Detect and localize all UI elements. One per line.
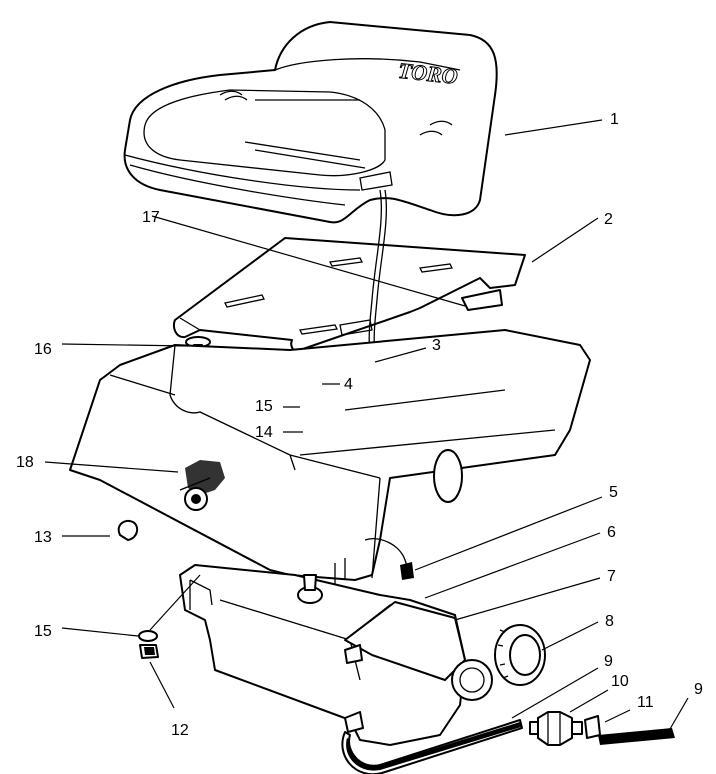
seat-support <box>69 329 591 585</box>
callout-5: 5 <box>609 484 618 501</box>
filler-neck <box>451 659 493 701</box>
callout-14: 14 <box>255 424 273 441</box>
retaining-ring <box>117 519 139 541</box>
callout-13: 13 <box>34 529 52 546</box>
callout-15-top: 15 <box>255 398 273 415</box>
toro-logo: TORO <box>397 58 459 89</box>
callout-3: 3 <box>432 337 441 354</box>
callout-1: 1 <box>610 111 619 128</box>
callout-4: 4 <box>344 376 353 393</box>
fuel-hose <box>598 728 675 745</box>
seat-plate <box>172 237 526 352</box>
seat-knob <box>179 460 225 511</box>
seat: TORO <box>123 21 498 224</box>
fuel-line <box>341 711 523 774</box>
nut-and-washer <box>138 630 159 659</box>
callout-9-left: 9 <box>604 653 613 670</box>
callout-7: 7 <box>607 568 616 585</box>
callout-11: 11 <box>637 694 654 711</box>
callout-18: 18 <box>16 454 34 471</box>
callout-16: 16 <box>34 341 52 358</box>
callout-10: 10 <box>611 673 629 690</box>
callout-17: 17 <box>142 209 160 226</box>
callout-15-bottom: 15 <box>34 623 52 640</box>
fuel-tank <box>179 564 466 746</box>
fuel-cap <box>494 624 546 686</box>
callout-2: 2 <box>604 211 613 228</box>
leader-lines <box>44 119 689 730</box>
callout-8: 8 <box>605 613 614 630</box>
callout-9-right: 9 <box>694 681 703 698</box>
callout-6: 6 <box>607 524 616 541</box>
callout-labels: 1 2 3 4 5 6 7 8 9 9 10 11 12 13 14 15 15… <box>16 111 703 739</box>
callout-12: 12 <box>171 722 189 739</box>
hose-clamp <box>584 715 601 739</box>
fuel-filter <box>529 711 583 746</box>
